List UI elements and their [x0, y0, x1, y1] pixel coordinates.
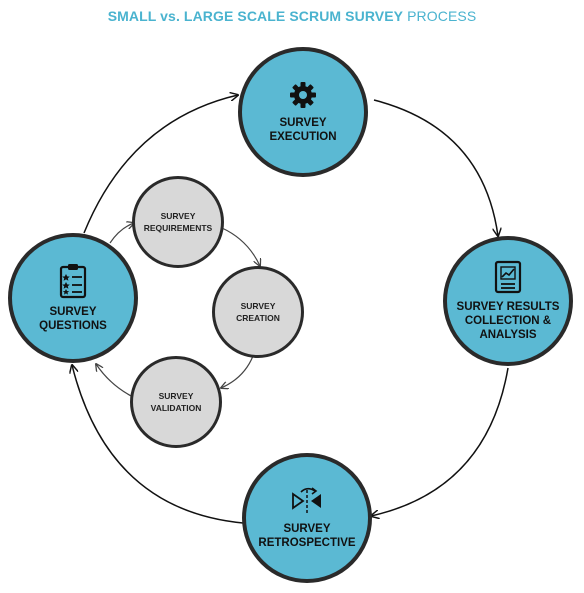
node-survey-requirements: SURVEY REQUIREMENTS — [132, 176, 224, 268]
node-survey-execution: SURVEY EXECUTION — [238, 47, 368, 177]
node-survey-creation: SURVEY CREATION — [212, 266, 304, 358]
arrow-questions-to-execution — [83, 95, 238, 234]
node-survey-validation: SURVEY VALIDATION — [130, 356, 222, 448]
label-survey-execution: SURVEY EXECUTION — [269, 117, 337, 143]
arrow-creation-to-validation — [221, 355, 254, 388]
label-survey-retrospective: SURVEY RETROSPECTIVE — [258, 523, 356, 549]
arrow-questions-to-requirements — [109, 223, 134, 244]
label-survey-requirements: SURVEY REQUIREMENTS — [143, 211, 213, 233]
clipboard-rating-icon — [59, 264, 87, 299]
node-survey-questions: SURVEY QUESTIONS — [8, 233, 138, 363]
arrow-validation-to-questions — [96, 364, 134, 398]
mirror-flip-icon — [292, 487, 321, 514]
title-light: PROCESS — [407, 8, 477, 24]
node-survey-results: SURVEY RESULTS COLLECTION & ANALYSIS — [443, 236, 573, 366]
gear-icon — [290, 82, 316, 108]
chart-document-icon — [494, 260, 522, 294]
arrow-retrospective-to-questions — [72, 365, 244, 524]
label-survey-results: SURVEY RESULTS COLLECTION & ANALYSIS — [456, 301, 560, 341]
label-survey-creation: SURVEY CREATION — [236, 301, 280, 323]
title-bold: SMALL vs. LARGE SCALE SCRUM SURVEY — [107, 8, 404, 24]
arrow-requirements-to-creation — [221, 227, 260, 266]
label-survey-questions: SURVEY QUESTIONS — [39, 306, 107, 332]
label-survey-validation: SURVEY VALIDATION — [150, 391, 202, 413]
arrow-results-to-retrospective — [371, 367, 509, 516]
diagram-title: SMALL vs. LARGE SCALE SCRUM SURVEY PROCE… — [0, 8, 584, 24]
node-survey-retrospective: SURVEY RETROSPECTIVE — [242, 453, 372, 583]
arrow-execution-to-results — [373, 99, 498, 236]
